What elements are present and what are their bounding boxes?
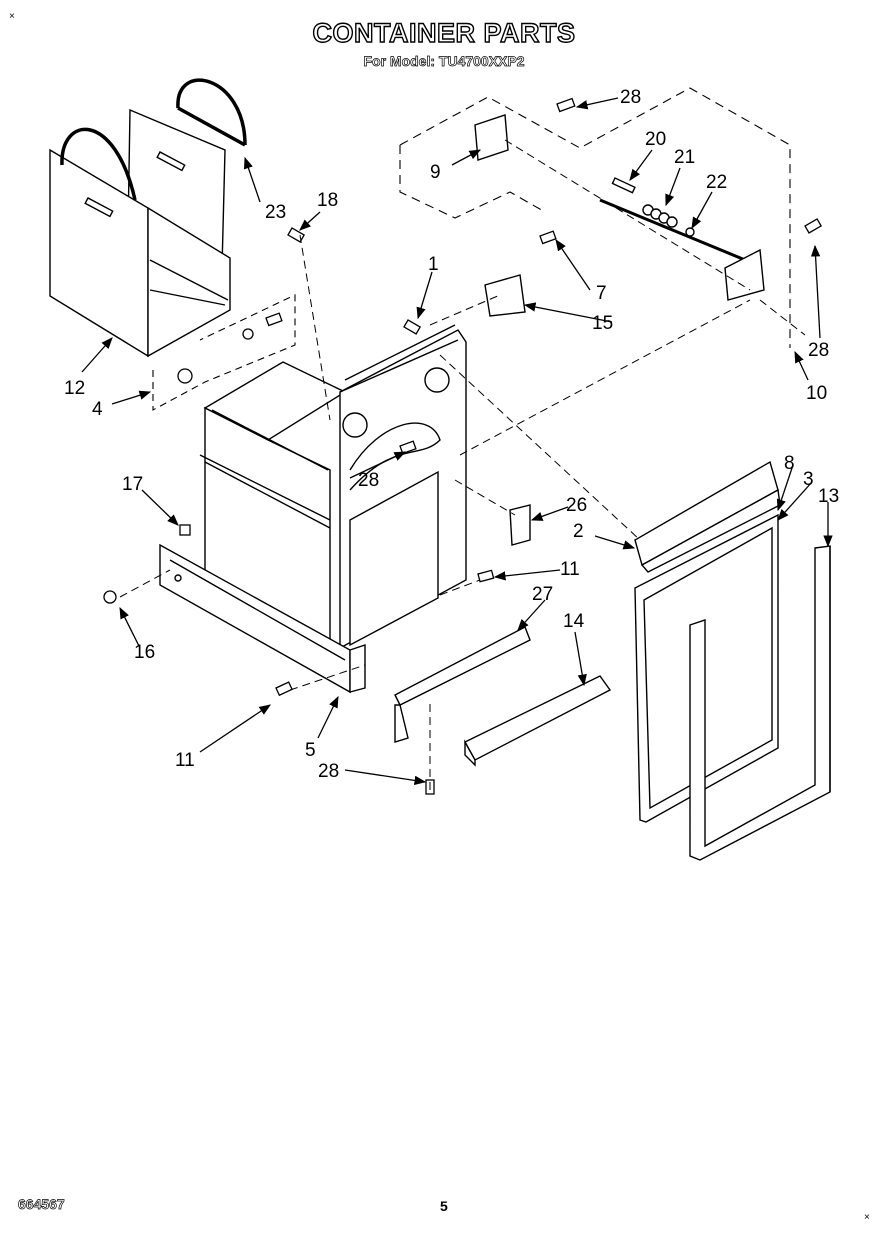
container-bag-12: [49, 108, 231, 358]
callout-27: 27: [532, 584, 553, 605]
callout-3: 3: [803, 469, 814, 490]
callout-1: 1: [428, 254, 439, 275]
callout-9: 9: [430, 162, 441, 183]
callout-28: 28: [620, 87, 641, 108]
document-id: 664567: [18, 1196, 65, 1213]
callout-14: 14: [563, 611, 585, 632]
callout-5: 5: [305, 740, 316, 761]
corner-mark-top-left: ×: [9, 11, 15, 22]
callout-20: 20: [645, 129, 666, 150]
callout-4: 4: [92, 399, 103, 420]
alignment-lines: [119, 139, 806, 790]
page-number: 5: [440, 1198, 448, 1214]
callout-15: 15: [592, 313, 613, 334]
bag-handles: [60, 78, 247, 201]
callout-17: 17: [122, 474, 143, 495]
callout-18: 18: [317, 190, 338, 211]
door-assembly: [634, 460, 831, 861]
callout-labels: 28 9 20 21 22 18 23 1 7 15 28 10 12 4 17…: [64, 87, 839, 782]
toe-kick-assembly: [394, 626, 612, 767]
corner-mark-bottom-right: ×: [864, 1212, 870, 1223]
leader-lines: [81, 97, 833, 786]
callout-28-right: 28: [808, 340, 829, 361]
latch-assembly-boundary: [399, 87, 791, 348]
knob-group-boundary: [152, 294, 296, 411]
callout-12: 12: [64, 378, 85, 399]
callout-28-center: 28: [358, 470, 379, 491]
callout-7: 7: [596, 283, 607, 304]
callout-13: 13: [818, 486, 839, 507]
model-subtitle: For Model: TU4700XXP2: [363, 53, 525, 70]
callout-11-upper: 11: [560, 559, 580, 580]
callout-11-lower: 11: [175, 750, 195, 771]
callout-22: 22: [706, 172, 727, 193]
callout-28-bottom: 28: [318, 761, 339, 782]
callout-23: 23: [265, 202, 286, 223]
callout-16: 16: [134, 642, 155, 663]
callout-26: 26: [566, 495, 587, 516]
callout-8: 8: [784, 453, 795, 474]
callout-2: 2: [573, 521, 584, 542]
callout-21: 21: [674, 147, 695, 168]
callout-10: 10: [806, 383, 827, 404]
cabinet-frame: [159, 324, 467, 694]
page-title: CONTAINER PARTS: [312, 17, 576, 48]
